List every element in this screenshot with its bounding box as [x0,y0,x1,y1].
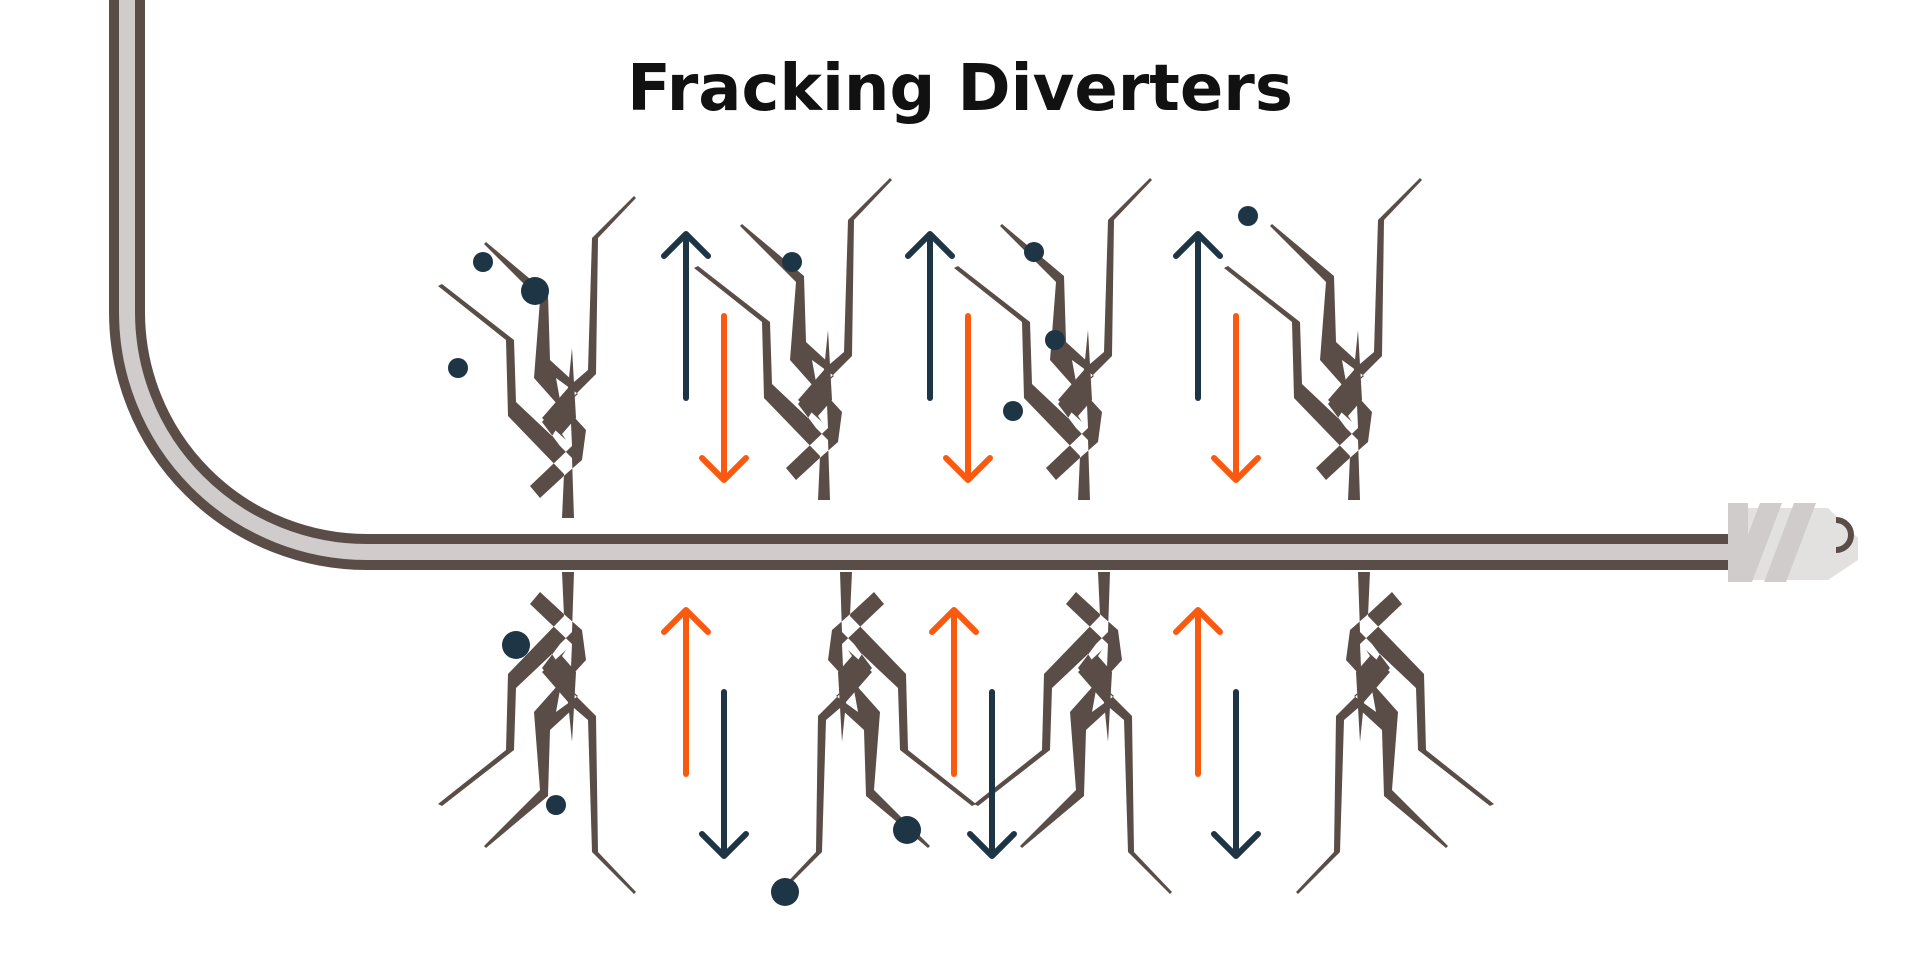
down-arrow-icon [1211,313,1261,483]
up-arrow-icon [661,607,711,777]
diverter-particle-icon [1238,206,1258,226]
down-arrow-icon [1211,689,1261,859]
diverter-particle-icon [546,795,566,815]
up-arrow-icon [1173,231,1223,401]
diverter-particle-icon [521,277,549,305]
down-arrow-icon [699,313,749,483]
up-arrow-icon [661,231,711,401]
diverter-particle-icon [1003,401,1023,421]
up-arrow-icon [929,607,979,777]
diagram-title: Fracking Diverters [627,52,1293,126]
diverter-particle-icon [1024,242,1044,262]
diverter-particle-icon [502,631,530,659]
diverter-particle-icon [1045,330,1065,350]
wellbore-pipe-icon [109,0,1735,570]
diverter-particle-icon [782,252,802,272]
up-arrow-icon [1173,607,1223,777]
down-arrow-icon [699,689,749,859]
up-arrow-icon [905,231,955,401]
diverter-particle-icon [893,816,921,844]
diverter-particle-icon [771,878,799,906]
down-arrow-icon [943,313,993,483]
diverter-particle-icon [448,358,468,378]
down-arrow-icon [967,689,1017,859]
drill-bit-icon [1728,503,1858,582]
diverter-particle-icon [473,252,493,272]
